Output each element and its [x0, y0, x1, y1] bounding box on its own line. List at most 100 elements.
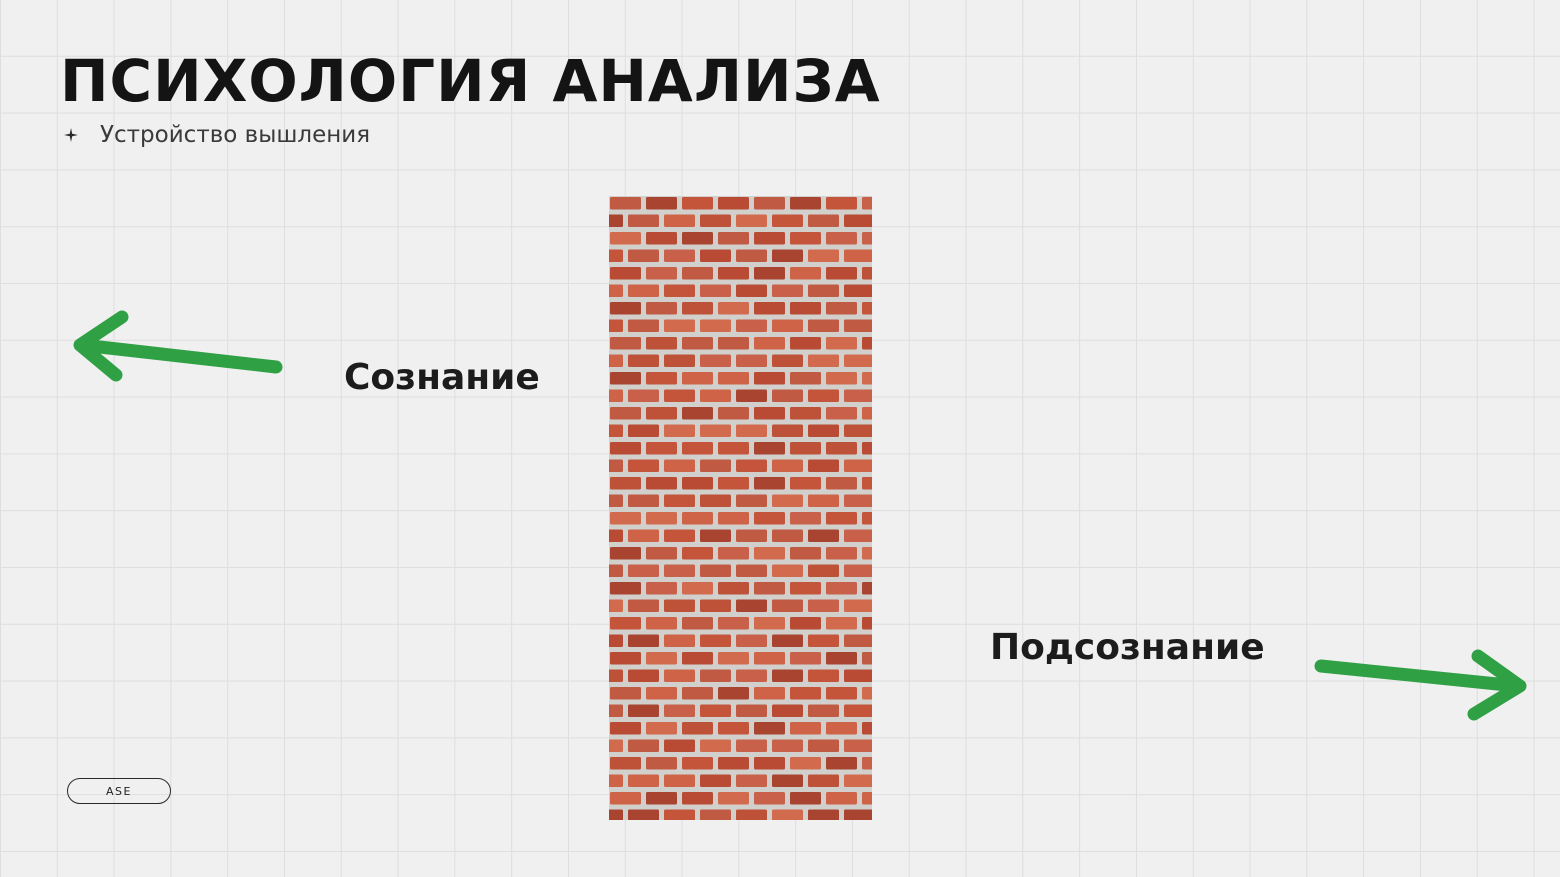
brick	[718, 267, 749, 280]
brick	[808, 459, 839, 472]
brick	[736, 249, 767, 262]
brick	[610, 512, 641, 525]
brick	[664, 389, 695, 402]
slide-title: ПСИХОЛОГИЯ АНАЛИЗА	[60, 47, 881, 115]
brick	[628, 424, 659, 437]
brick	[862, 547, 872, 560]
brick	[646, 757, 677, 770]
brick	[682, 197, 713, 210]
brick	[628, 284, 659, 297]
brick	[646, 407, 677, 420]
brick	[754, 337, 785, 350]
brick	[700, 389, 731, 402]
sparkle-icon	[64, 128, 78, 142]
brick	[610, 652, 641, 665]
brick	[808, 704, 839, 717]
brick	[844, 704, 872, 717]
brick	[610, 617, 641, 630]
brick	[790, 477, 821, 490]
brick	[862, 722, 872, 735]
brick	[610, 792, 641, 805]
brick	[700, 284, 731, 297]
brick	[610, 337, 641, 350]
brick	[682, 337, 713, 350]
brick	[718, 477, 749, 490]
brick	[610, 267, 641, 280]
brick	[664, 354, 695, 367]
brick	[844, 774, 872, 787]
brick	[646, 477, 677, 490]
brick	[718, 512, 749, 525]
brick	[646, 442, 677, 455]
brick	[610, 757, 641, 770]
brick	[682, 722, 713, 735]
brick	[754, 477, 785, 490]
brick	[628, 774, 659, 787]
brick	[664, 319, 695, 332]
brick	[610, 722, 641, 735]
brick	[646, 512, 677, 525]
brick	[736, 529, 767, 542]
brick	[682, 302, 713, 315]
brick	[862, 442, 872, 455]
brick	[736, 599, 767, 612]
brick	[754, 652, 785, 665]
brick	[664, 704, 695, 717]
brick	[826, 407, 857, 420]
brick	[682, 617, 713, 630]
brick	[646, 232, 677, 245]
brick	[754, 267, 785, 280]
brick	[682, 442, 713, 455]
brick	[718, 232, 749, 245]
brick	[772, 424, 803, 437]
brick	[610, 442, 641, 455]
brick	[682, 477, 713, 490]
brick	[646, 267, 677, 280]
brick	[609, 459, 623, 472]
brick	[628, 634, 659, 647]
brick	[790, 582, 821, 595]
brick	[609, 319, 623, 332]
brick	[646, 687, 677, 700]
brick	[754, 442, 785, 455]
brick	[700, 214, 731, 227]
brick	[736, 739, 767, 752]
brick	[736, 634, 767, 647]
brick	[718, 302, 749, 315]
brick	[772, 739, 803, 752]
brick	[754, 407, 785, 420]
brick	[664, 634, 695, 647]
brick	[808, 424, 839, 437]
brick	[772, 634, 803, 647]
brick	[736, 459, 767, 472]
brick	[628, 669, 659, 682]
brick	[718, 722, 749, 735]
brick	[646, 302, 677, 315]
brick	[664, 494, 695, 507]
brick	[790, 232, 821, 245]
brick	[790, 687, 821, 700]
brick	[844, 354, 872, 367]
brick	[609, 634, 623, 647]
brick	[610, 547, 641, 560]
brick	[628, 249, 659, 262]
brick	[754, 547, 785, 560]
brick	[826, 792, 857, 805]
brick	[610, 232, 641, 245]
brick	[772, 319, 803, 332]
brick	[826, 582, 857, 595]
brick	[790, 197, 821, 210]
brick	[772, 284, 803, 297]
brick	[718, 792, 749, 805]
brick	[790, 442, 821, 455]
brick	[610, 687, 641, 700]
brick	[664, 249, 695, 262]
brick	[664, 459, 695, 472]
brick	[664, 214, 695, 227]
brick	[718, 582, 749, 595]
brick	[628, 214, 659, 227]
brick	[609, 284, 623, 297]
brick	[754, 757, 785, 770]
brick	[628, 319, 659, 332]
brick	[718, 687, 749, 700]
